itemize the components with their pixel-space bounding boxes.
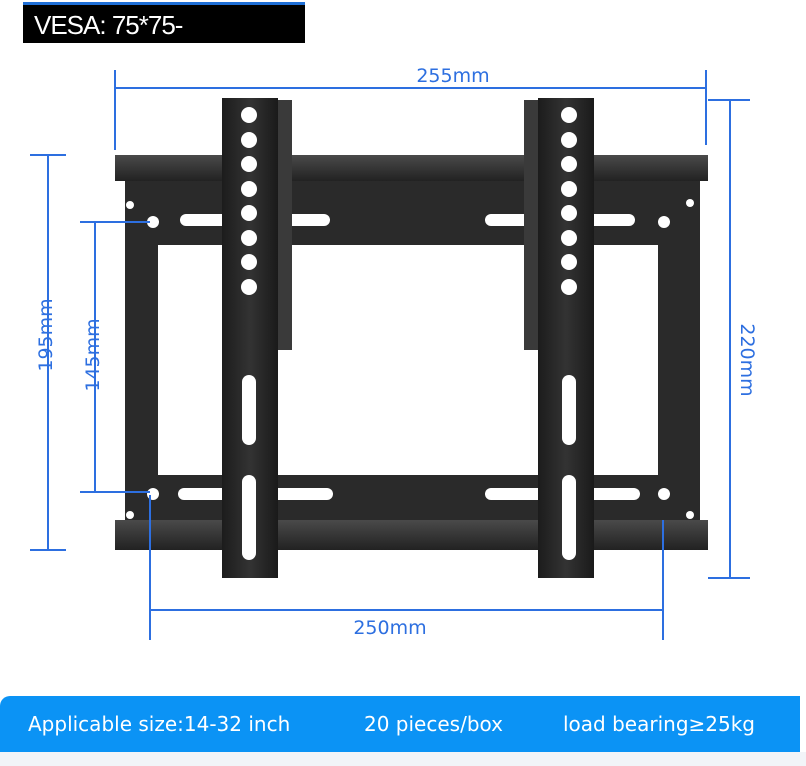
footer-strip [0, 752, 806, 766]
dim-top-width: 255mm [416, 65, 489, 87]
mount-frame [115, 155, 708, 550]
vesa-label: VESA: 75*75-200*200mm [23, 2, 305, 81]
right-arm [524, 98, 594, 578]
dim-outer-height: 195mm [35, 298, 57, 371]
spec-bar: Applicable size:14-32 inch 20 pieces/box… [0, 696, 800, 752]
dim-hole-width: 250mm [353, 617, 426, 639]
spec-load: load bearing≥25kg [563, 712, 755, 736]
spec-pieces: 20 pieces/box [364, 712, 503, 736]
dimension-lines [30, 70, 750, 640]
spec-size: Applicable size:14-32 inch [28, 712, 291, 736]
dim-arm-height: 220mm [736, 323, 758, 396]
left-arm [222, 98, 292, 578]
wall-mount-diagram: 255mm 195mm 145mm 220mm 250mm [30, 65, 758, 640]
dim-hole-height: 145mm [82, 318, 104, 391]
